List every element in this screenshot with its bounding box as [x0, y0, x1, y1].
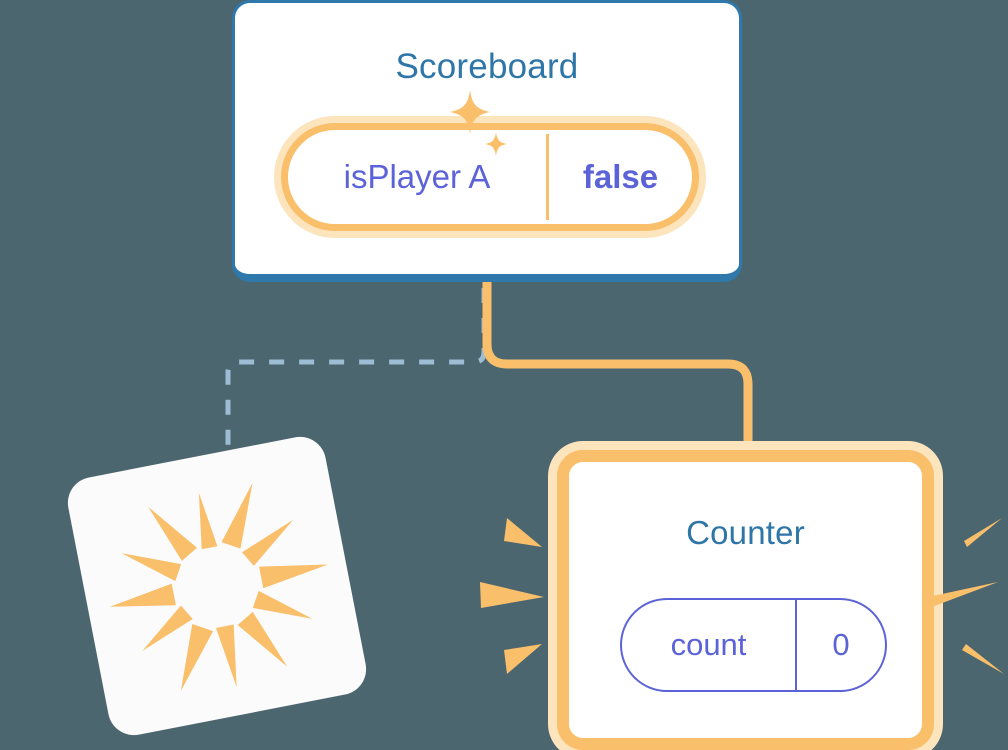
node-card-ghost[interactable] [63, 432, 371, 740]
connector-scoreboard-to-counter [482, 282, 753, 462]
counter-property-pill[interactable]: count 0 [620, 598, 887, 692]
counter-property-value: 0 [832, 627, 850, 662]
counter-property-key: count [670, 627, 747, 662]
counter-pill-divider [795, 600, 797, 690]
scoreboard-property-key: isPlayer A [343, 158, 491, 195]
scoreboard-property-pill[interactable]: isPlayer A false [281, 123, 699, 231]
node-card-counter[interactable]: Counter count 0 [557, 450, 934, 750]
connector-scoreboard-to-ghost-card [225, 288, 487, 480]
scoreboard-property-value: false [582, 158, 659, 195]
scoreboard-title: Scoreboard [395, 47, 579, 86]
scoreboard-pill-divider [546, 134, 549, 220]
node-card-scoreboard[interactable]: Scoreboard isPlayer A false [232, 0, 742, 282]
counter-title: Counter [686, 514, 805, 551]
